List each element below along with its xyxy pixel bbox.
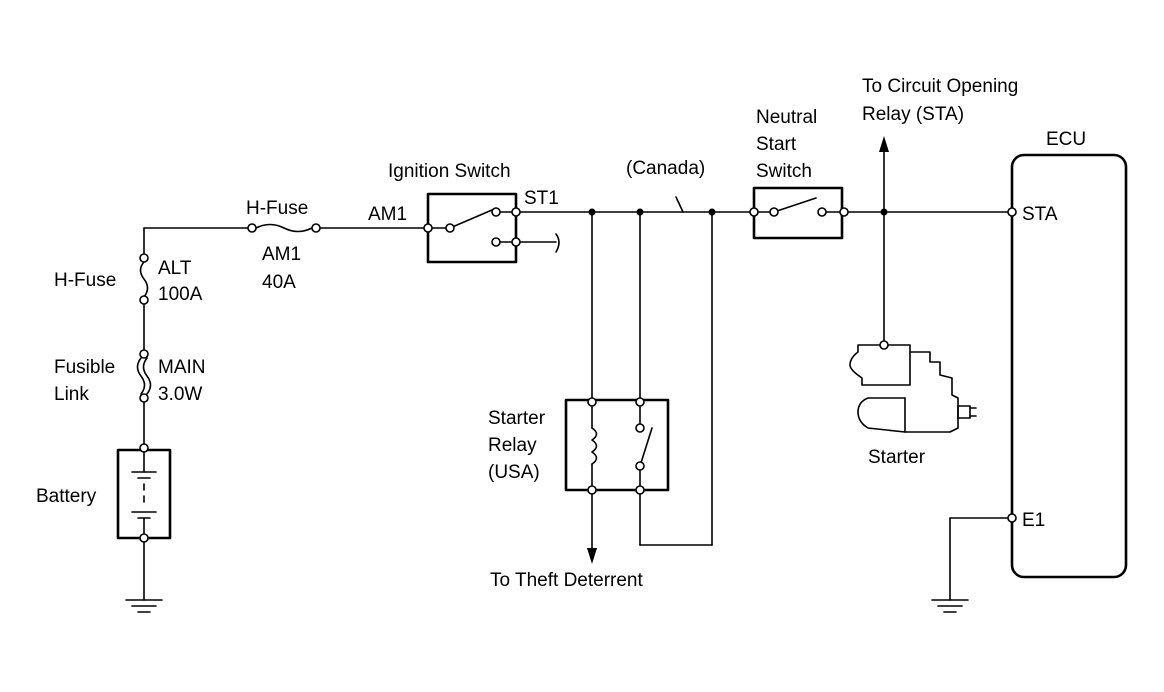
label-alt-rating: 100A [158, 284, 203, 305]
label-hfuse-top: H-Fuse [246, 198, 308, 219]
junction-dot [880, 208, 888, 216]
label-starter-relay: Starter [488, 408, 546, 429]
down-arrow-icon [587, 548, 597, 564]
label-battery: Battery [36, 486, 97, 507]
label-to-circuit-opening: To Circuit Opening [862, 76, 1018, 97]
battery [116, 443, 172, 543]
starter-motor [849, 340, 977, 433]
alt-fuse [139, 253, 149, 305]
label-ecu: ECU [1046, 129, 1086, 150]
wire-junctions [588, 208, 888, 216]
label-fusible: Fusible [54, 357, 115, 378]
am1-fuse [247, 223, 321, 233]
wires [143, 149, 1013, 601]
ignition-switch [423, 192, 521, 264]
label-switch: Switch [756, 161, 812, 182]
label-main: MAIN [158, 357, 206, 378]
label-st1: ST1 [524, 188, 559, 209]
label-link: Link [54, 384, 89, 405]
up-arrow-icon [879, 136, 889, 152]
label-ignition-switch: Ignition Switch [388, 161, 511, 182]
label-am1-fuse: AM1 [262, 244, 301, 265]
labels: To Circuit Opening Relay (STA) ECU Neutr… [36, 76, 1086, 591]
label-start: Start [756, 134, 797, 155]
label-am1-terminal: AM1 [368, 204, 407, 225]
ecu [1007, 153, 1128, 579]
ground-symbol-ecu [931, 599, 969, 613]
junction-dot [588, 208, 596, 216]
fusible-link-main [136, 349, 152, 403]
label-hfuse-left: H-Fuse [54, 270, 116, 291]
label-main-rating: 3.0W [158, 384, 202, 405]
label-canada: (Canada) [626, 158, 705, 179]
label-starter: Starter [868, 447, 926, 468]
label-relay-sta: Relay (STA) [862, 104, 964, 125]
label-to-theft-deterrent: To Theft Deterrent [490, 570, 644, 591]
ground-symbol-battery [125, 599, 163, 613]
label-am1-rating: 40A [262, 272, 296, 293]
junction-dot [708, 208, 716, 216]
junction-dot [636, 208, 644, 216]
arrows [587, 136, 889, 564]
label-usa: (USA) [488, 462, 540, 483]
neutral-start-switch [749, 186, 849, 240]
label-alt: ALT [158, 258, 192, 279]
label-neutral: Neutral [756, 107, 817, 128]
label-sta: STA [1022, 204, 1058, 225]
starter-relay [564, 397, 670, 495]
label-e1: E1 [1022, 510, 1045, 531]
label-relay: Relay [488, 435, 537, 456]
